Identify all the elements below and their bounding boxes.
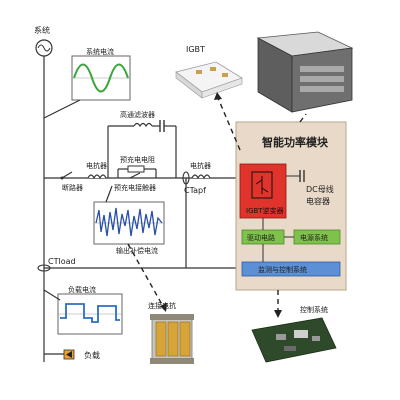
- drive-circuit-label: 驱动电路: [247, 233, 275, 242]
- igbt-inverter-block: [239, 163, 287, 219]
- high-pass-filter: [107, 120, 177, 178]
- load-current-graph: 负载电流: [57, 285, 123, 335]
- module-to-power-arrow: [299, 113, 307, 123]
- pcb-icon: [251, 317, 337, 363]
- inverter-symbol: [251, 171, 273, 199]
- precharge-resistor: [127, 165, 145, 173]
- dc-bus-capacitor-line2: 电容器: [306, 196, 330, 206]
- reactor-dashed-arrow: [127, 243, 165, 309]
- connect-reactor-image: [150, 314, 194, 364]
- system-label: 系统: [34, 25, 50, 35]
- ac-source-wave: [37, 44, 51, 52]
- ctload-icon: [37, 264, 51, 272]
- reactor-left-label: 电抗器: [86, 161, 107, 170]
- module-to-igbt-arrow: [217, 97, 241, 151]
- reactor-right-label: 电抗器: [190, 161, 211, 170]
- high-pass-filter-label: 高通滤波器: [120, 110, 155, 119]
- ctload-label: CTload: [48, 257, 76, 266]
- output-comp-current-label: 输出补偿电流: [116, 246, 158, 255]
- system-graph-pointer: [43, 99, 81, 119]
- power-module-icon: [256, 31, 354, 113]
- hpf-inductor: [133, 122, 153, 128]
- igbt-label: IGBT: [186, 45, 205, 54]
- reactor-arrowhead: [160, 303, 167, 312]
- smart-power-module-title: 智能功率模块: [262, 135, 329, 149]
- load-label: 负载: [84, 350, 100, 360]
- breaker-icon: [60, 171, 73, 180]
- capacitor-icon: [286, 170, 305, 182]
- monitor-control-block: [241, 261, 341, 277]
- igbt-inverter-label: IGBT逆变器: [246, 206, 284, 215]
- precharge-resistor-label: 预充电电阻: [120, 155, 155, 164]
- dc-bus-capacitor-line1: DC母线: [306, 184, 334, 194]
- breaker-label: 断路器: [62, 183, 83, 192]
- system-current-graph: 系统电流: [71, 47, 131, 101]
- monitor-control-label: 监测与控制系统: [258, 265, 307, 274]
- load-current-label: 负载电流: [68, 285, 96, 294]
- control-system-label: 控制系统: [300, 305, 328, 314]
- ctapf-icon: [182, 171, 190, 185]
- reactor-icon-right: [191, 174, 211, 180]
- ctapf-label: CTapf: [184, 186, 206, 195]
- precharge-contactor: [129, 172, 141, 179]
- power-system-label: 电源系统: [300, 233, 328, 242]
- load-graph-pointer: [43, 289, 61, 301]
- comp-graph-pointer: [105, 185, 113, 203]
- output-comp-current-graph: 输出补偿电流: [93, 201, 165, 255]
- precharge-contactor-label: 预充电接触器: [114, 183, 156, 192]
- reactor-icon-left: [87, 174, 107, 180]
- system-current-label: 系统电流: [86, 47, 114, 56]
- igbt-module-icon: [175, 61, 243, 99]
- load-icon: [63, 349, 75, 360]
